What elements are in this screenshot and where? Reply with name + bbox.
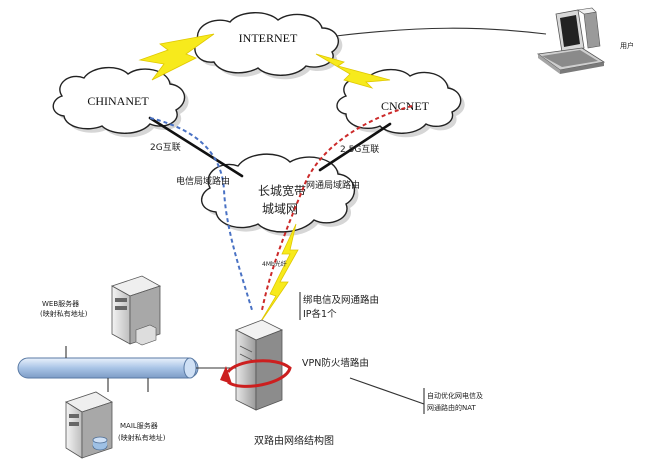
cncnet-label: CNCNET <box>381 99 430 113</box>
web-server-label: WEB服务器 <box>42 299 79 308</box>
web-server-icon <box>111 275 161 346</box>
diagram-title: 双路由网络结构图 <box>254 434 334 447</box>
unicom-route-label: 网通局域路由 <box>306 179 360 191</box>
nat-note-line2: 网通路由的NAT <box>427 403 476 412</box>
user-label: 用户 <box>620 41 634 50</box>
lightning-bolt-fiber <box>257 223 299 327</box>
internet-cloud: INTERNET <box>194 12 343 80</box>
metro-label-line1: 长城宽带 <box>258 183 306 198</box>
vpn-firewall-label: VPN防火墙路由 <box>302 357 369 369</box>
internet-label: INTERNET <box>239 31 298 45</box>
metro-cloud: 长城宽带 城域网 <box>201 153 359 236</box>
mail-server-label: MAIL服务器 <box>120 421 158 430</box>
internet-user-link <box>335 27 547 37</box>
right-uplink-label: 2.5G互联 <box>340 144 379 155</box>
chinanet-metro-link <box>148 116 244 178</box>
nat-note-line1: 自动优化网电信及 <box>427 391 483 400</box>
cncnet-metro-link <box>318 122 392 172</box>
left-uplink-label: 2G互联 <box>150 142 181 153</box>
telecom-route-path <box>149 117 253 311</box>
fiber-label: 4Mb光纤 <box>262 260 287 268</box>
firewall-note-line1: 绑电信及网通路由 <box>303 294 379 306</box>
lightning-bolt-right <box>315 53 391 89</box>
user-workstation-icon <box>536 7 606 74</box>
telecom-route-label: 电信局域路由 <box>176 175 230 187</box>
metro-label-line2: 城域网 <box>262 202 298 216</box>
chinanet-cloud: CHINANET <box>52 67 189 138</box>
vpn-firewall-icon <box>220 319 292 411</box>
lan-bus <box>17 357 199 379</box>
mail-server-sublabel: (映射私有地址) <box>118 433 166 442</box>
mail-server-icon <box>65 391 113 459</box>
web-server-sublabel: (映射私有地址) <box>40 309 88 318</box>
nat-note-leader <box>349 377 425 405</box>
lightning-bolt-left <box>138 33 215 81</box>
chinanet-label: CHINANET <box>87 94 149 108</box>
firewall-note-line2: IP各1个 <box>303 308 337 320</box>
unicom-route-path <box>261 105 413 311</box>
